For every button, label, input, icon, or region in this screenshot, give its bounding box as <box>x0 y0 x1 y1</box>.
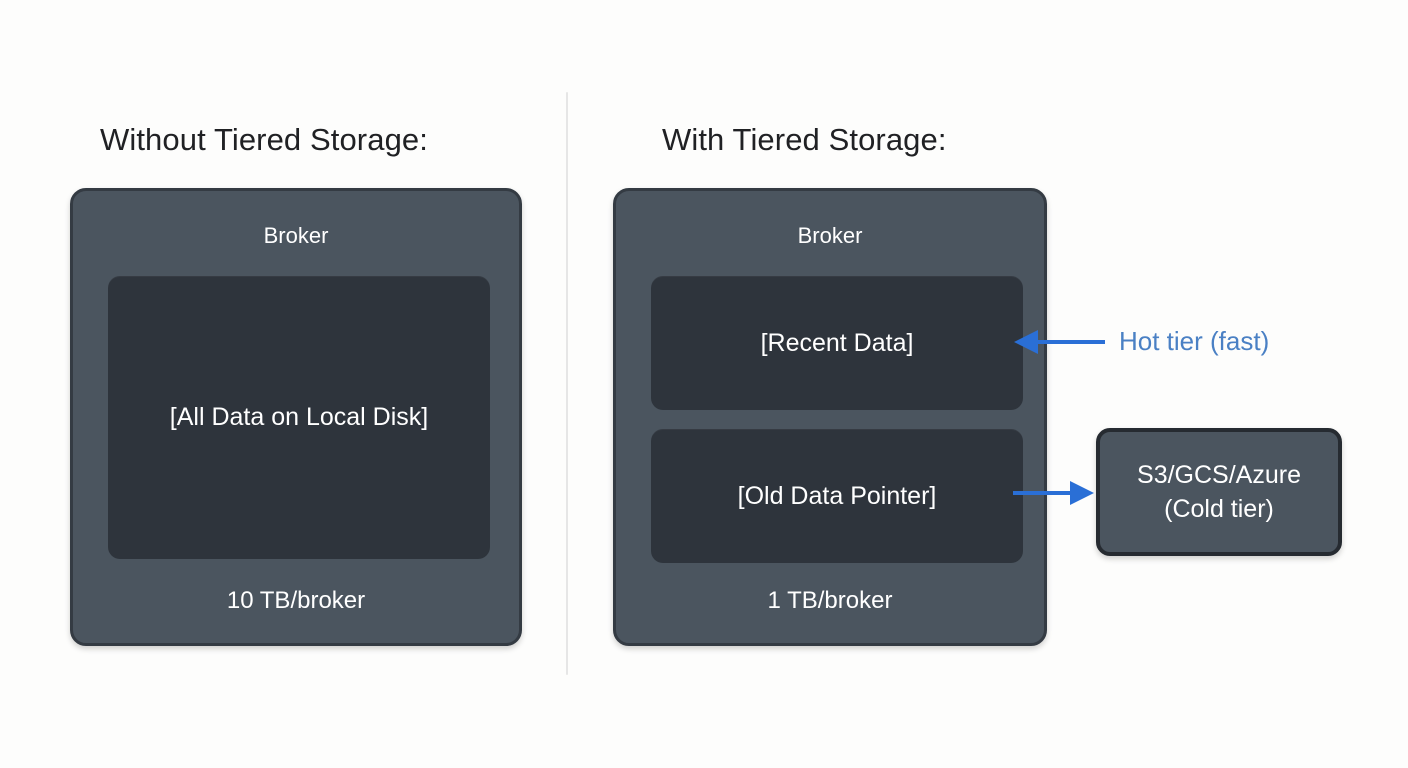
inner-box-old-data-pointer: [Old Data Pointer] <box>651 429 1023 563</box>
column-divider <box>566 92 568 675</box>
left-column-title: Without Tiered Storage: <box>100 122 428 157</box>
inner-box-all-data-local-disk: [All Data on Local Disk] <box>108 276 490 559</box>
broker-label: Broker <box>263 223 329 248</box>
broker-capacity-label: 1 TB/broker <box>767 587 893 614</box>
inner-box-label: [Old Data Pointer] <box>737 481 937 510</box>
right-column-title: With Tiered Storage: <box>662 122 947 157</box>
hot-tier-annotation-label: Hot tier (fast) <box>1119 326 1270 356</box>
inner-box-recent-data: [Recent Data] <box>651 276 1023 410</box>
cold-tier-storage-box: S3/GCS/Azure (Cold tier) <box>1096 428 1342 556</box>
broker-capacity-label: 10 TB/broker <box>226 587 366 614</box>
cold-tier-provider-label: S3/GCS/Azure <box>1137 461 1301 489</box>
broker-label: Broker <box>797 223 863 248</box>
inner-box-label: [All Data on Local Disk] <box>169 403 429 431</box>
cold-tier-sublabel: (Cold tier) <box>1164 495 1274 523</box>
broker-box-without-tiering: Broker [All Data on Local Disk] 10 TB/br… <box>70 188 522 646</box>
broker-box-with-tiering: Broker [Recent Data] [Old Data Pointer] … <box>613 188 1047 646</box>
inner-box-label: [Recent Data] <box>760 328 914 357</box>
